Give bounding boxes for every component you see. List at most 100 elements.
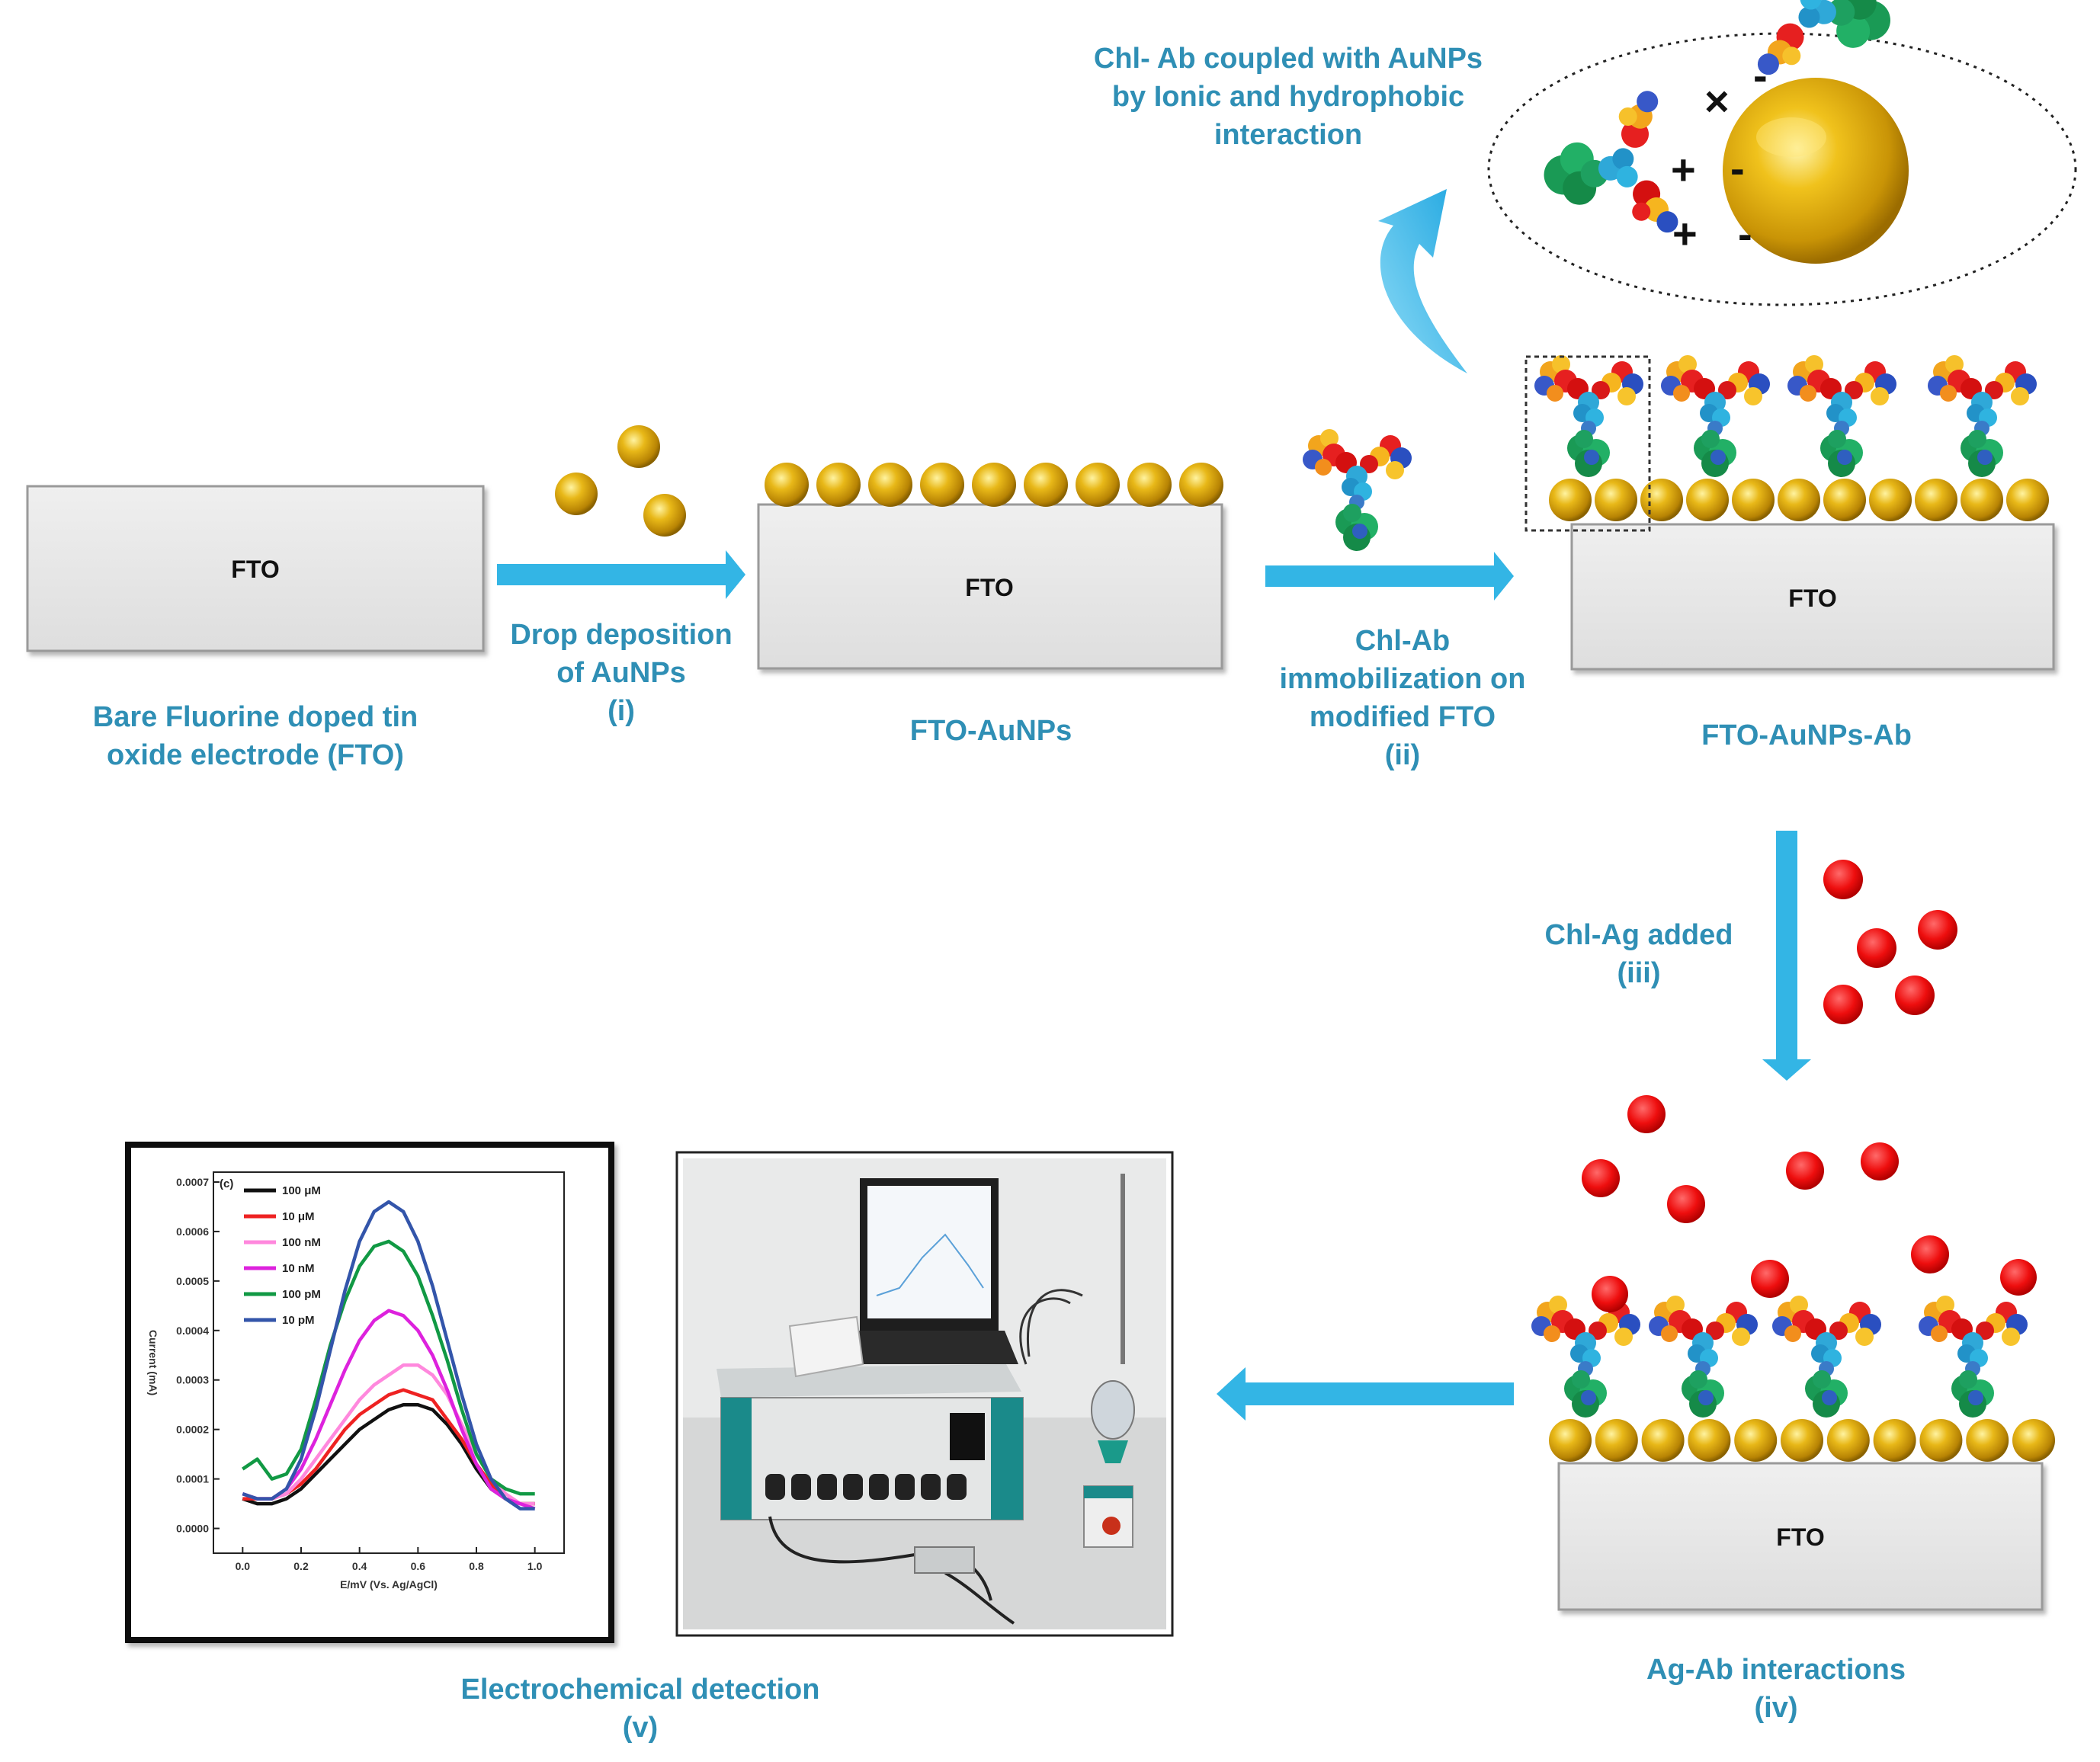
arrow-step-i (497, 550, 745, 599)
antigen-particles-added (1823, 860, 1957, 1024)
y-tick-label: 0.0004 (176, 1325, 209, 1337)
charge-minus: - (1730, 144, 1745, 192)
immobilized-antibody (1649, 1296, 1758, 1418)
fto-aunps-ab-electrode: FTO (1525, 355, 2055, 671)
series-line (242, 1200, 535, 1511)
gold-nanoparticle (1781, 1419, 1823, 1462)
gold-nanoparticle (1595, 479, 1637, 521)
gold-nanoparticle-layer (1549, 479, 2049, 521)
gold-nanoparticle (1919, 1419, 1963, 1462)
connector-row (765, 1474, 967, 1500)
bare-fto-electrode: FTO (26, 485, 485, 652)
plot-area (213, 1171, 565, 1554)
gold-nanoparticle (972, 463, 1016, 507)
caption-line: of AuNPs (556, 657, 686, 689)
caption-line: Ag-Ab interactions (1646, 1654, 1906, 1686)
legend-label: 100 pM (282, 1288, 321, 1301)
inset-gold-nanoparticle (1723, 78, 1909, 264)
y-tick-label: 0.0002 (176, 1424, 209, 1436)
gold-nanoparticle (1640, 479, 1683, 521)
caption-step-number: (iv) (1754, 1692, 1798, 1724)
free-antibody (1303, 429, 1412, 551)
caption-step-iv: Ag-Ab interactions (iv) (1570, 1651, 1982, 1727)
caption-step-number: (ii) (1384, 739, 1421, 771)
panel-label: (c) (220, 1177, 233, 1190)
fto-aunps-electrode: FTO (757, 463, 1223, 670)
gold-nanoparticle (920, 463, 964, 507)
gold-nanoparticle (1966, 1419, 2009, 1462)
caption-line: Chl- Ab coupled with AuNPs (1093, 43, 1483, 75)
legend-label: 10 μM (282, 1210, 315, 1223)
charge-signs: × - + - + - (1671, 51, 1768, 258)
ag-ab-electrode: FTO (1531, 1095, 2055, 1611)
caption-line: modified FTO (1309, 701, 1496, 733)
x-tick-label: 1.0 (527, 1560, 543, 1572)
coupling-inset: × - + - + - (1487, 0, 2077, 306)
y-tick-label: 0.0003 (176, 1374, 209, 1386)
free-gold-nanoparticles (555, 425, 686, 537)
caption-line: Bare Fluorine doped tin (92, 701, 418, 733)
gold-nanoparticle (1076, 463, 1120, 507)
caption-step-number: (i) (608, 695, 635, 727)
gold-nanoparticle (1595, 1419, 1638, 1462)
caption-step-iii: Chl-Ag added (iii) (1509, 916, 1768, 992)
x-tick-label: 0.4 (352, 1560, 367, 1572)
caption-step-number: (v) (622, 1712, 659, 1744)
charge-minus: - (1753, 51, 1768, 99)
gold-nanoparticle (1641, 1419, 1685, 1462)
caption-line: Electrochemical detection (460, 1674, 820, 1706)
gold-nanoparticle (1549, 1419, 1592, 1462)
caption-line: oxide electrode (FTO) (107, 739, 404, 771)
gold-nanoparticle (1826, 1419, 1870, 1462)
fto-label: FTO (231, 556, 279, 583)
caption-line: by Ionic and hydrophobic (1111, 81, 1465, 113)
gold-nanoparticle (868, 463, 912, 507)
charge-plus: + (1672, 210, 1698, 258)
caption-line: Chl-Ab (1355, 625, 1451, 657)
caption-line: FTO-AuNPs (909, 715, 1072, 747)
arrow-step-iii (1762, 831, 1811, 1081)
gold-nanoparticle (1127, 463, 1172, 507)
y-tick-label: 0.0005 (176, 1275, 209, 1287)
zoom-selection-box (1525, 355, 1651, 532)
fto-label: FTO (1788, 585, 1836, 612)
gold-nanoparticle (1873, 1419, 1916, 1462)
legend-label: 10 nM (282, 1262, 315, 1275)
immobilized-antibody (1772, 1296, 1881, 1418)
caption-step-v: Electrochemical detection (v) (396, 1671, 884, 1747)
caption-line: Drop deposition (510, 619, 733, 651)
gold-nanoparticle-layer (1549, 1419, 2055, 1462)
gold-nanoparticle (1961, 479, 2003, 521)
charge-minus: - (1738, 210, 1752, 258)
fto-label: FTO (1776, 1523, 1824, 1551)
legend-label: 100 nM (282, 1236, 321, 1249)
gold-nanoparticle (1823, 479, 1866, 521)
gold-nanoparticle-layer (765, 463, 1223, 507)
gold-nanoparticle (1869, 479, 1912, 521)
gold-nanoparticle (1024, 463, 1068, 507)
immobilized-antibody (1928, 355, 2037, 477)
x-tick-label: 0.2 (293, 1560, 309, 1572)
immobilized-antibody (1534, 355, 1643, 477)
x-tick-label: 0.6 (411, 1560, 426, 1572)
arrow-step-v (1217, 1367, 1514, 1421)
gold-nanoparticle (1179, 463, 1223, 507)
antibody-layer (1531, 1296, 2028, 1418)
gold-nanoparticle (2006, 479, 2049, 521)
gold-nanoparticle (1915, 479, 1957, 521)
x-axis-label: E/mV (Vs. Ag/AgCl) (340, 1578, 438, 1591)
y-tick-label: 0.0006 (176, 1225, 209, 1238)
caption-fto-aunps: FTO-AuNPs (800, 712, 1181, 750)
caption-line: Chl-Ag added (1544, 919, 1733, 951)
gold-nanoparticle (1686, 479, 1729, 521)
antigen-particles (1582, 1095, 2037, 1312)
potentiostat-photo (675, 1151, 1174, 1637)
caption-fto-aunps-ab: FTO-AuNPs-Ab (1616, 716, 1997, 754)
legend-label: 10 pM (282, 1314, 315, 1327)
gold-nanoparticle (816, 463, 861, 507)
x-tick-label: 0.8 (469, 1560, 484, 1572)
antibody-layer (1534, 355, 2037, 477)
